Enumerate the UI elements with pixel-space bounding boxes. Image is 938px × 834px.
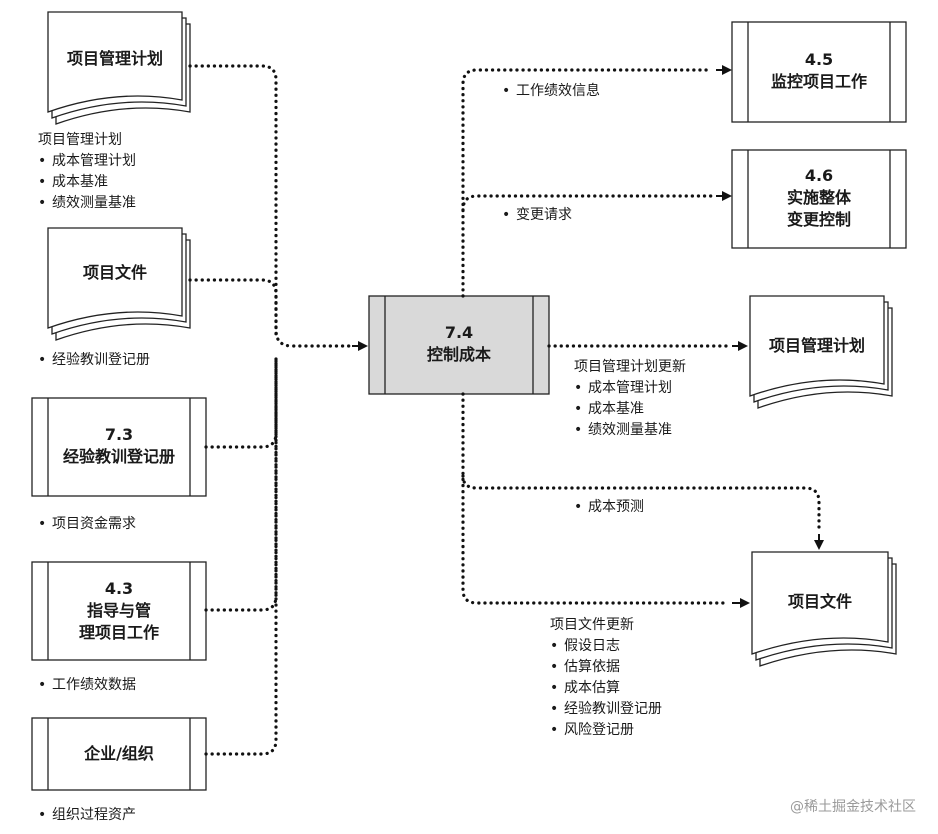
output-docs-title: 项目文件	[787, 592, 852, 611]
output-4-6-label: 变更请求	[500, 205, 572, 226]
input-project-plan-heading: 项目管理计划	[38, 132, 122, 148]
list-item: 工作绩效信息	[500, 81, 600, 102]
process-4-6-title-line1: 实施整体	[786, 188, 851, 207]
list-item: 成本预测	[572, 497, 644, 518]
output-plan-doc	[749, 295, 893, 409]
process-7-3-box	[31, 397, 207, 497]
input-connectors	[188, 64, 352, 756]
process-4-5-code: 4.5	[804, 50, 834, 69]
output-plan-updates-heading: 项目管理计划更新	[574, 359, 686, 375]
process-4-3-box	[31, 561, 207, 661]
process-4-3-list: 工作绩效数据	[36, 675, 136, 696]
input-project-docs-list: 经验教训登记册	[36, 350, 150, 371]
process-4-6-box	[731, 149, 907, 249]
process-4-5-label: 4.5 监控项目工作	[748, 49, 890, 93]
process-4-3-title-line1: 指导与管	[86, 601, 151, 620]
input-project-plan-doc	[47, 11, 191, 125]
center-process-label: 7.4 控制成本	[385, 322, 533, 366]
input-project-docs-doc	[47, 227, 191, 341]
org-list: 组织过程资产	[36, 805, 136, 826]
process-4-3-code: 4.3	[104, 579, 134, 598]
list-item: 成本估算	[548, 678, 662, 699]
input-project-docs-title: 项目文件	[82, 263, 147, 282]
list-item: 风险登记册	[548, 720, 662, 741]
process-7-3-label: 7.3 经验教训登记册	[48, 424, 190, 468]
list-item: 工作绩效数据	[36, 675, 136, 696]
list-item: 组织过程资产	[36, 805, 136, 826]
list-item: 假设日志	[548, 636, 662, 657]
process-7-3-code: 7.3	[104, 425, 134, 444]
output-docs-doc	[751, 551, 897, 667]
input-project-plan-list: 项目管理计划 成本管理计划 成本基准 绩效测量基准	[36, 130, 136, 214]
output-doc-updates-list: 项目文件更新 假设日志 估算依据 成本估算 经验教训登记册 风险登记册	[548, 615, 662, 741]
list-item: 成本基准	[572, 399, 686, 420]
center-process-code: 7.4	[444, 323, 474, 342]
output-connectors	[461, 68, 821, 605]
process-4-3-title-line2: 理项目工作	[78, 623, 159, 642]
watermark: @稀土掘金技术社区	[790, 799, 916, 815]
process-7-3-list: 项目资金需求	[36, 514, 136, 535]
list-item: 经验教训登记册	[36, 350, 150, 371]
output-arrowheads	[716, 65, 824, 608]
org-title: 企业/组织	[84, 744, 154, 763]
list-item: 变更请求	[500, 205, 572, 226]
center-process-title: 控制成本	[426, 345, 491, 364]
list-item: 估算依据	[548, 657, 662, 678]
org-box	[31, 717, 207, 791]
output-doc-updates-heading: 项目文件更新	[550, 617, 634, 633]
list-item: 经验教训登记册	[548, 699, 662, 720]
process-4-6-title-line2: 变更控制	[786, 210, 851, 229]
process-4-3-label: 4.3 指导与管 理项目工作	[48, 578, 190, 644]
list-item: 成本管理计划	[572, 378, 686, 399]
process-4-6-code: 4.6	[804, 166, 834, 185]
process-4-5-title: 监控项目工作	[770, 72, 867, 91]
list-item: 绩效测量基准	[36, 193, 136, 214]
output-plan-updates-list: 项目管理计划更新 成本管理计划 成本基准 绩效测量基准	[572, 357, 686, 441]
process-7-3-title: 经验教训登记册	[62, 447, 175, 466]
list-item: 成本基准	[36, 172, 136, 193]
list-item: 成本管理计划	[36, 151, 136, 172]
list-item: 绩效测量基准	[572, 420, 686, 441]
output-4-5-label: 工作绩效信息	[500, 81, 600, 102]
process-4-6-label: 4.6 实施整体 变更控制	[748, 165, 890, 231]
output-forecast-label: 成本预测	[572, 497, 644, 518]
list-item: 项目资金需求	[36, 514, 136, 535]
process-4-5-box	[731, 21, 907, 123]
input-project-plan-title: 项目管理计划	[66, 49, 163, 68]
output-plan-title: 项目管理计划	[768, 336, 865, 355]
